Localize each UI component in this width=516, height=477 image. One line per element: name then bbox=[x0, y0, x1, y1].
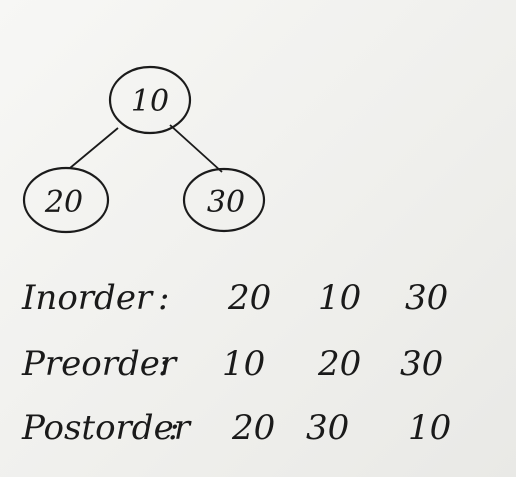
traversal-row-inorder: Inorder : 20 10 30 bbox=[0, 278, 516, 328]
traversal-value: 10 bbox=[408, 408, 452, 448]
traversal-value: 30 bbox=[306, 408, 350, 448]
traversal-value: 20 bbox=[318, 344, 362, 384]
traversal-label: Preorder bbox=[22, 344, 177, 384]
node-right-circle bbox=[182, 167, 266, 233]
node-left: 20 bbox=[22, 166, 110, 234]
traversal-value: 10 bbox=[318, 278, 362, 318]
traversal-row-postorder: Postorder : 20 30 10 bbox=[0, 408, 516, 458]
traversal-value: 30 bbox=[405, 278, 449, 318]
traversal-label: Inorder bbox=[22, 278, 153, 318]
edge-root-right bbox=[169, 124, 223, 173]
node-right-label: 30 bbox=[207, 185, 245, 220]
traversal-value: 20 bbox=[232, 408, 276, 448]
binary-tree-diagram: 10 20 30 bbox=[22, 65, 266, 234]
node-root-label: 10 bbox=[131, 84, 169, 119]
traversal-colon: : bbox=[158, 278, 170, 318]
node-left-label: 20 bbox=[44, 185, 83, 220]
traversal-value: 20 bbox=[228, 278, 272, 318]
edge-root-left bbox=[69, 127, 119, 169]
traversal-row-preorder: Preorder : 10 20 30 bbox=[0, 344, 516, 394]
node-right: 30 bbox=[182, 167, 266, 233]
traversal-colon: : bbox=[158, 344, 170, 384]
traversal-colon: : bbox=[168, 408, 180, 448]
node-root-circle bbox=[108, 65, 192, 135]
node-left-circle bbox=[22, 166, 110, 234]
traversal-value: 10 bbox=[222, 344, 266, 384]
traversal-value: 30 bbox=[400, 344, 444, 384]
node-root: 10 bbox=[108, 65, 192, 135]
traversal-label: Postorder bbox=[22, 408, 190, 448]
